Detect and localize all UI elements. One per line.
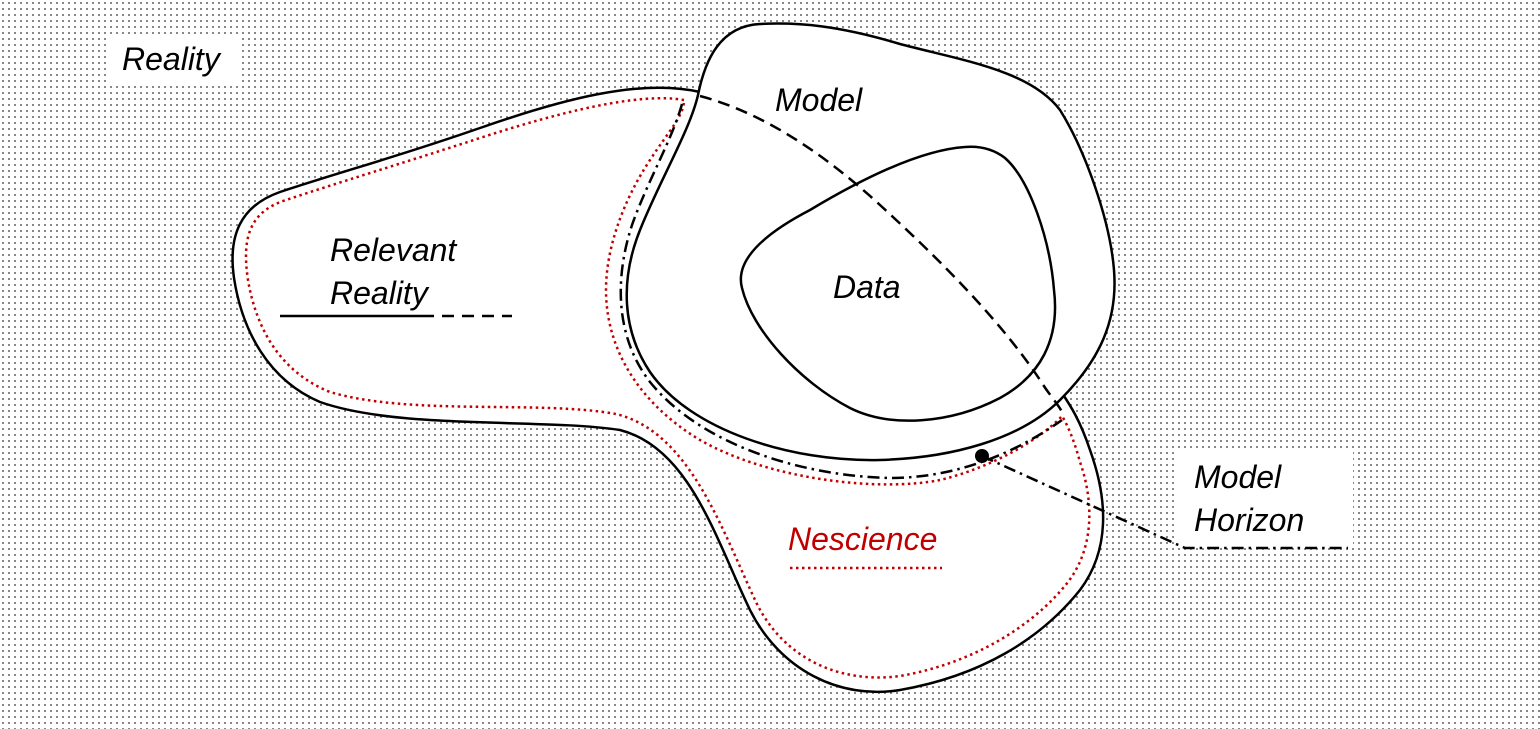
nescience-label: Nescience [788,521,937,557]
data-label: Data [833,269,901,305]
model-horizon-label-line1: Model [1194,459,1282,495]
data-region [739,145,1057,422]
relevant-reality-label-line1: Relevant [330,232,457,268]
nescience-boundary [244,96,1091,679]
reality-label: Reality [122,41,222,77]
model-horizon-label-backdrop [1178,448,1353,548]
model-horizon-point [975,449,989,463]
model-horizon-boundary [619,103,1063,480]
relevant-reality-label-line2: Reality [330,275,430,311]
model-horizon-label-line2: Horizon [1194,502,1304,538]
model-label: Model [775,82,863,118]
relevant-reality-dashed-boundary [699,94,1064,413]
model-horizon-leader [981,454,1348,550]
model-region [625,22,1116,462]
reality-label-backdrop [110,36,240,84]
